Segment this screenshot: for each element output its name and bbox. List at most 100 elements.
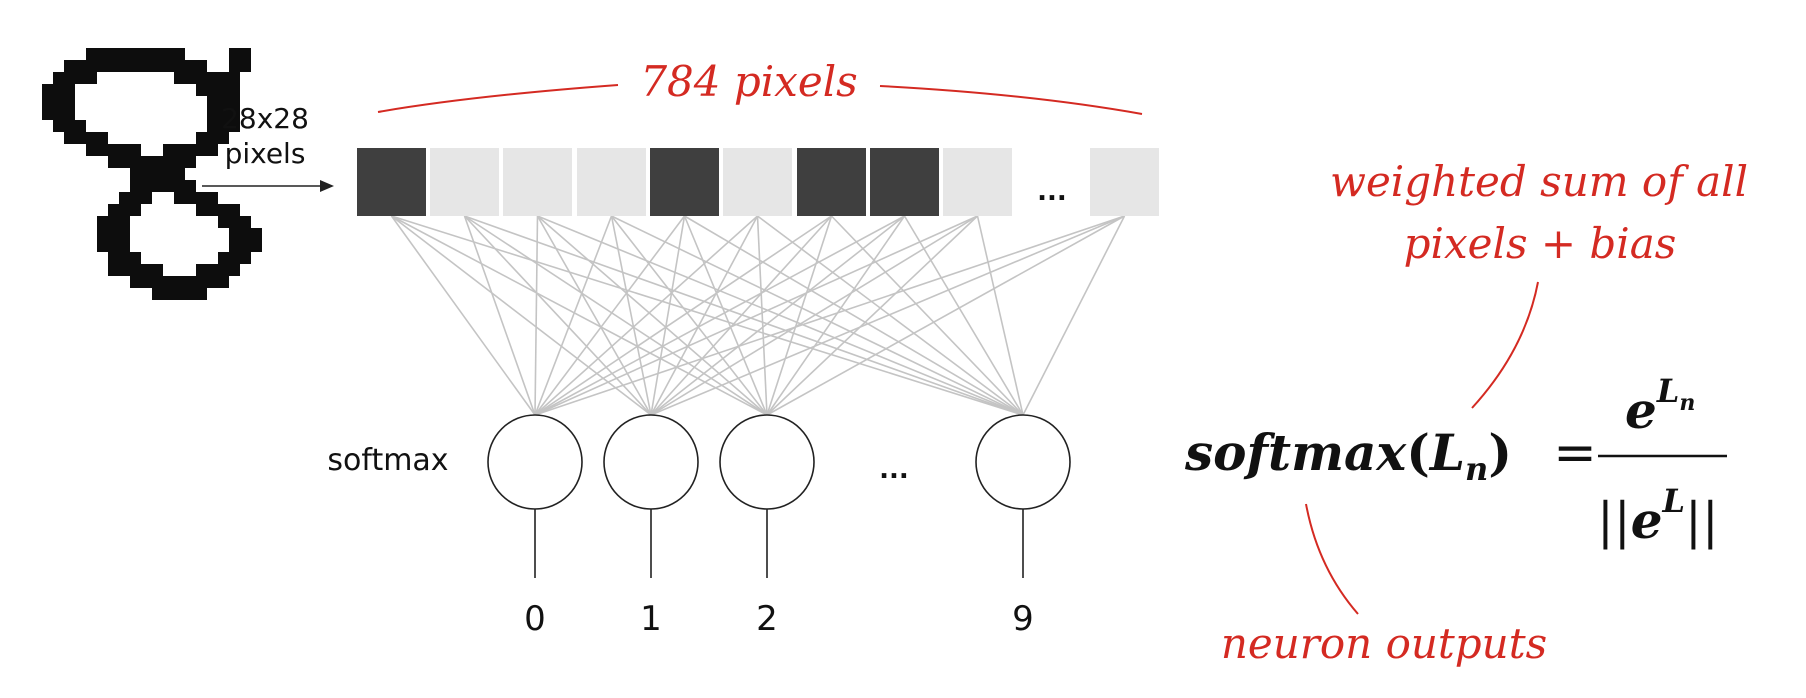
digit-pixel bbox=[152, 60, 163, 72]
digit-pixel bbox=[163, 276, 174, 288]
pixel-cell-light bbox=[577, 148, 646, 216]
digit-pixel bbox=[130, 156, 141, 168]
digit-pixel bbox=[64, 132, 75, 144]
digit-pixel bbox=[130, 168, 141, 180]
formula-fn: softmax bbox=[1184, 423, 1407, 482]
digit-pixel bbox=[64, 60, 75, 72]
output-label: 2 bbox=[756, 599, 778, 639]
digit-pixel bbox=[207, 72, 218, 84]
neuron-circle bbox=[603, 414, 699, 510]
pixel-cell-light bbox=[943, 148, 1012, 216]
digit-pixel bbox=[229, 48, 240, 60]
digit-pixel bbox=[108, 48, 119, 60]
digit-pixel bbox=[229, 204, 240, 216]
pixel-vector-ellipsis: ... bbox=[1037, 177, 1067, 207]
connection-line bbox=[611, 215, 1024, 416]
pixel-cell-dark bbox=[870, 148, 939, 216]
digit-pixel bbox=[174, 156, 185, 168]
neuron-outputs-pointer bbox=[1305, 503, 1359, 615]
output-neuron: 9 bbox=[975, 414, 1071, 639]
connection-line bbox=[766, 215, 833, 416]
connection-line bbox=[534, 215, 539, 416]
digit-pixel bbox=[119, 192, 130, 204]
digit-pixel bbox=[64, 96, 75, 108]
digit-pixel bbox=[218, 72, 229, 84]
connection-line bbox=[534, 215, 905, 416]
digit-pixel bbox=[152, 264, 163, 276]
digit-pixel bbox=[108, 204, 119, 216]
digit-pixel bbox=[152, 288, 163, 300]
connection-line bbox=[976, 215, 1024, 416]
digit-pixel bbox=[240, 228, 251, 240]
formula-den-base: e bbox=[1631, 491, 1663, 550]
formula-equals: = bbox=[1553, 423, 1597, 483]
connection-line bbox=[536, 215, 768, 416]
digit-pixel bbox=[64, 72, 75, 84]
output-label: 0 bbox=[524, 599, 546, 639]
digit-pixel bbox=[207, 132, 218, 144]
digit-pixel bbox=[108, 252, 119, 264]
formula-close-paren: ) bbox=[1488, 423, 1512, 482]
digit-pixel bbox=[42, 108, 53, 120]
neuron-circle bbox=[975, 414, 1071, 510]
digit-pixel bbox=[152, 276, 163, 288]
connections bbox=[390, 215, 1126, 416]
svg-text:softmax(Ln): softmax(Ln) bbox=[1184, 423, 1512, 488]
digit-pixel bbox=[152, 168, 163, 180]
output-neuron: 1 bbox=[603, 414, 699, 639]
input-arrow bbox=[202, 180, 334, 192]
output-neuron: 2 bbox=[719, 414, 815, 639]
digit-pixel bbox=[240, 60, 251, 72]
connection-line bbox=[650, 215, 905, 416]
pixel-cell-dark bbox=[797, 148, 866, 216]
connection-line bbox=[683, 215, 768, 416]
neuron-outputs-annotation: neuron outputs bbox=[1221, 619, 1547, 668]
pixel-cell-light bbox=[430, 148, 499, 216]
digit-pixel bbox=[185, 192, 196, 204]
pixel-count-annotation: 784 pixels bbox=[640, 57, 857, 106]
connection-line bbox=[650, 215, 759, 416]
formula-den-exp: L bbox=[1662, 482, 1686, 520]
digit-pixel bbox=[229, 120, 240, 132]
digit-pixel bbox=[119, 48, 130, 60]
digit-pixel bbox=[119, 156, 130, 168]
digit-pixel bbox=[207, 84, 218, 96]
digit-pixel bbox=[174, 60, 185, 72]
input-size-label-line1: 28x28 bbox=[221, 102, 309, 135]
digit-pixel bbox=[75, 60, 86, 72]
output-label: 1 bbox=[640, 599, 662, 639]
digit-pixel bbox=[185, 144, 196, 156]
digit-pixel bbox=[207, 120, 218, 132]
digit-pixel bbox=[174, 288, 185, 300]
connection-line bbox=[463, 215, 536, 416]
digit-pixel bbox=[108, 240, 119, 252]
pixel-vector bbox=[357, 148, 1159, 216]
digit-pixel bbox=[130, 264, 141, 276]
digit-pixel bbox=[218, 108, 229, 120]
digit-pixel bbox=[119, 264, 130, 276]
input-size-label-line2: pixels bbox=[225, 137, 306, 170]
digit-pixel bbox=[141, 264, 152, 276]
digit-pixel bbox=[218, 84, 229, 96]
digit-pixel bbox=[196, 192, 207, 204]
digit-pixel bbox=[97, 216, 108, 228]
connection-line bbox=[534, 215, 832, 416]
digit-pixel bbox=[174, 72, 185, 84]
digit-pixel bbox=[218, 276, 229, 288]
connection-line bbox=[534, 215, 613, 416]
digit-pixel bbox=[207, 264, 218, 276]
weighted-sum-annotation-line2: pixels + bias bbox=[1404, 219, 1677, 268]
connection-line bbox=[766, 215, 906, 416]
digit-pixel bbox=[108, 216, 119, 228]
digit-pixel bbox=[229, 252, 240, 264]
digit-pixel bbox=[163, 180, 174, 192]
digit-pixel bbox=[196, 60, 207, 72]
connection-line bbox=[390, 215, 536, 416]
digit-pixel bbox=[86, 72, 97, 84]
weighted-sum-annotation-line1: weighted sum of all bbox=[1330, 157, 1748, 206]
formula-var-sub: n bbox=[1465, 450, 1488, 488]
digit-pixel bbox=[174, 48, 185, 60]
digit-pixel bbox=[64, 120, 75, 132]
digit-pixel bbox=[141, 276, 152, 288]
